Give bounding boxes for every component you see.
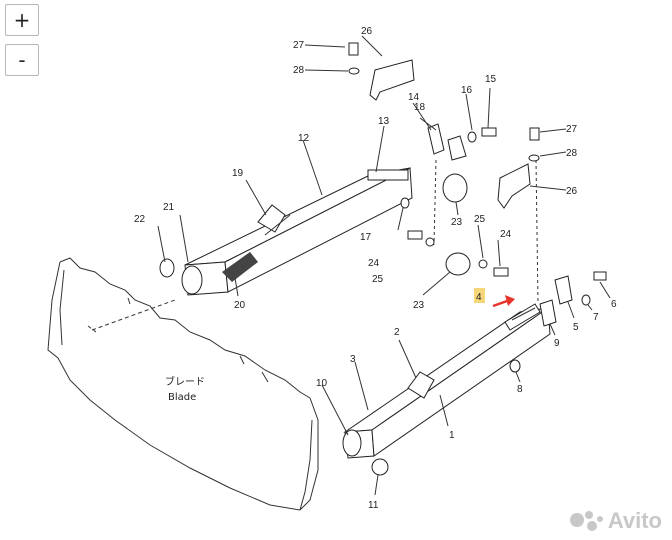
callout-27-right: 27 — [566, 124, 578, 135]
callout-1: 1 — [449, 430, 455, 441]
avito-brand-text: Avito — [607, 508, 662, 533]
callout-7: 7 — [593, 312, 599, 323]
callout-13: 13 — [378, 116, 390, 127]
hardware-parts — [159, 42, 607, 476]
bracket-26-right — [497, 163, 531, 209]
callout-28-right: 28 — [566, 148, 578, 159]
callout-25-left: 25 — [372, 274, 384, 285]
callout-12: 12 — [298, 133, 310, 144]
callout-3: 3 — [350, 354, 356, 365]
callout-17: 17 — [360, 232, 372, 243]
callout-27-top: 27 — [293, 40, 305, 51]
callout-26-right: 26 — [566, 186, 578, 197]
callout-24-left: 24 — [368, 258, 380, 269]
part-4-highlight — [474, 288, 485, 303]
callout-22: 22 — [134, 214, 146, 225]
callout-4: 4 — [476, 292, 482, 303]
avito-logo-icon — [569, 511, 604, 531]
callout-11: 11 — [368, 500, 379, 511]
callout-19: 19 — [232, 168, 244, 179]
blade-label-en: Blade — [168, 392, 196, 403]
callout-15: 15 — [485, 74, 497, 85]
upper-push-arm — [181, 167, 413, 296]
callout-14: 14 — [408, 92, 420, 103]
callout-10: 10 — [316, 378, 328, 389]
callout-23-upper: 23 — [451, 217, 463, 228]
blade-label-jp: ブレード — [165, 375, 205, 388]
callout-28-top: 28 — [293, 65, 305, 76]
blade-outline — [47, 257, 319, 511]
callout-26-top: 26 — [361, 26, 373, 37]
callout-20: 20 — [234, 300, 246, 311]
callout-6: 6 — [611, 299, 617, 310]
callout-2: 2 — [394, 327, 400, 338]
callout-24-right: 24 — [500, 229, 512, 240]
callout-8: 8 — [517, 384, 523, 395]
lower-push-arm — [342, 303, 551, 459]
zoom-in-button[interactable]: + — [5, 4, 39, 36]
callout-18: 18 — [414, 102, 426, 113]
red-arrowhead — [505, 295, 515, 306]
avito-watermark: Avito — [569, 508, 662, 534]
bracket-26-top — [369, 59, 415, 101]
callout-25-right: 25 — [474, 214, 486, 225]
callout-5: 5 — [573, 322, 579, 333]
callout-9: 9 — [554, 338, 560, 349]
callout-16: 16 — [461, 85, 473, 96]
leader-lines — [157, 35, 611, 496]
callout-23-lower: 23 — [413, 300, 425, 311]
callout-21: 21 — [163, 202, 175, 213]
zoom-out-button[interactable]: - — [5, 44, 39, 76]
